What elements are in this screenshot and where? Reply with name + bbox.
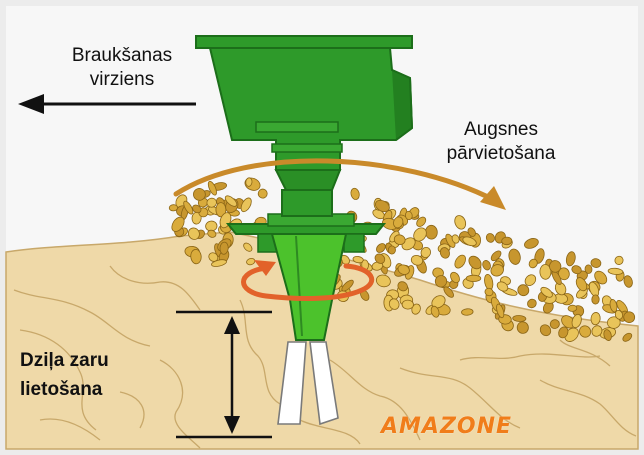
soil-clod — [466, 275, 481, 281]
soil-displacement-line2: pārvietošana — [418, 142, 584, 166]
soil-clod — [402, 300, 414, 309]
amazone-logo: AMAZONE — [381, 414, 512, 439]
driving-direction-label: Braukšanas virziens — [62, 44, 182, 92]
soil-displacement-line1: Augsnes — [418, 118, 584, 142]
soil-displacement-label: Augsnes pārvietošana — [418, 118, 584, 166]
soil-clod — [502, 237, 513, 245]
soil-clod — [592, 295, 600, 304]
soil-clod — [169, 204, 178, 211]
deep-tine-line1: Dziļa zaru — [20, 346, 109, 375]
driving-direction-line1: Braukšanas — [62, 44, 182, 68]
deep-tine-line2: lietošana — [20, 375, 109, 404]
soil-clod — [245, 177, 252, 186]
driving-direction-line2: virziens — [62, 68, 182, 92]
deep-tine-label: Dziļa zaru lietošana — [20, 346, 109, 404]
soil-clod — [568, 305, 577, 312]
soil-clod — [513, 315, 526, 322]
soil-clod — [388, 246, 395, 254]
